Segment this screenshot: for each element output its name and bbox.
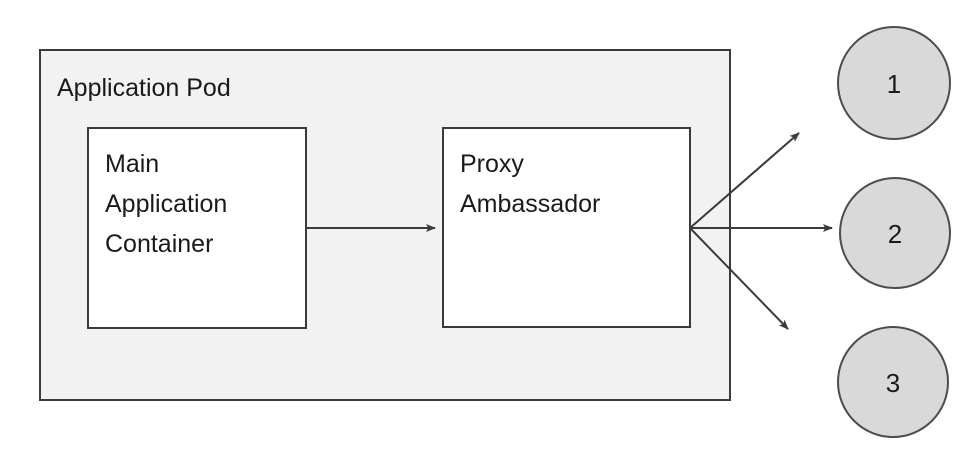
- endpoint-1-circle: [837, 26, 951, 140]
- endpoint-3-circle: [837, 326, 949, 438]
- arrow-proxy-to-endpoint-1: [689, 132, 800, 229]
- endpoint-2-circle: [839, 177, 951, 289]
- main-application-container-line-2: Application: [105, 190, 227, 218]
- main-application-container-box: [87, 127, 307, 329]
- arrow-proxy-to-endpoint-3: [689, 227, 789, 330]
- endpoint-1-label: 1: [887, 69, 901, 99]
- application-pod-label: Application Pod: [57, 74, 231, 102]
- endpoint-3-label: 3: [886, 368, 900, 398]
- endpoint-2-label: 2: [888, 219, 902, 249]
- main-application-container-line-3: Container: [105, 230, 213, 258]
- proxy-ambassador-container-box: [442, 127, 691, 328]
- main-application-container-line-1: Main: [105, 150, 159, 178]
- proxy-ambassador-line-2: Ambassador: [460, 190, 600, 218]
- proxy-ambassador-line-1: Proxy: [460, 150, 524, 178]
